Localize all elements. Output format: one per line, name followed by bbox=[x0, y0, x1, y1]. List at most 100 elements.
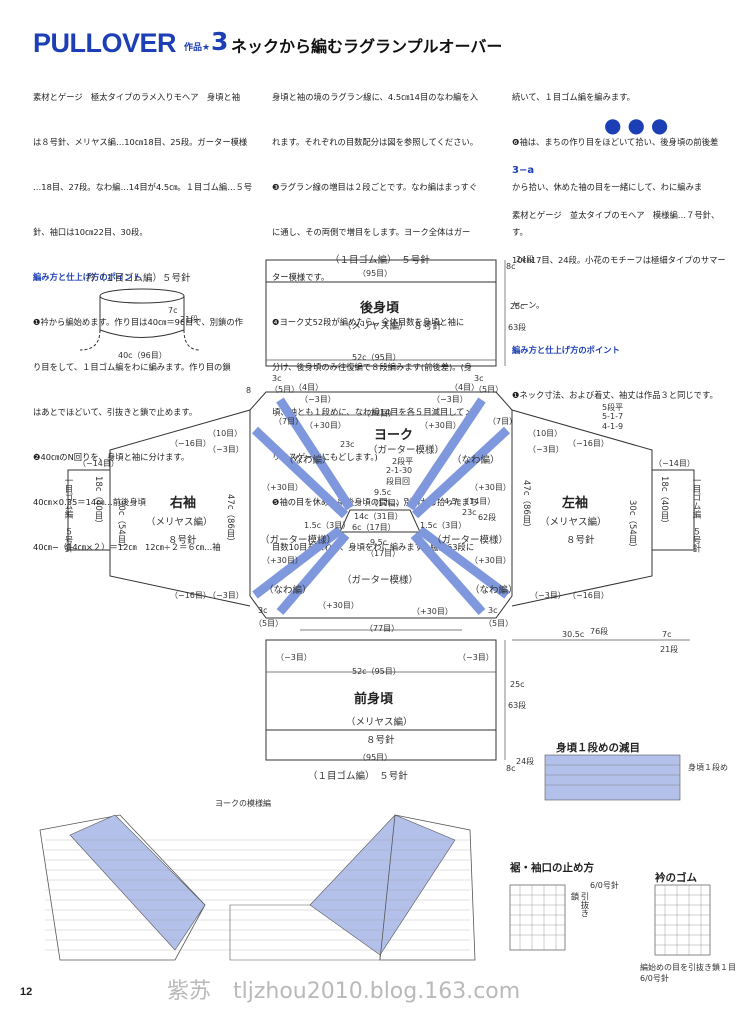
collar-sides bbox=[99, 296, 185, 330]
raglan-band bbox=[276, 397, 354, 511]
collar-title: 衿（１目ゴム編）５号針 bbox=[86, 273, 191, 284]
back-rib-label: （１目ゴム編） ５号針 bbox=[330, 255, 430, 266]
right-cuff-rib: 一目ゴム編 ５号針 bbox=[63, 476, 73, 553]
col1-line: …18目、27段。なわ編…14目が4.5㎝。１目ゴム編…５号 bbox=[33, 182, 253, 192]
yoke-increase: 2-1-30 bbox=[386, 466, 413, 475]
decrease-label: （−3目） bbox=[276, 653, 312, 662]
work-number: 3 bbox=[211, 27, 229, 56]
col2-line: ❹ヨーク丈52段が編めたら、全体目数を身頃と袖に bbox=[272, 317, 465, 327]
instructions-col3: 続いて、１目ゴム編を編みます。 ❻袖は、まちの作り目をほどいて拾い、後身頃の前後… bbox=[512, 60, 718, 255]
col1-line: 40㎝×0.35＝14㎝…前後身頃 bbox=[33, 497, 146, 507]
yoke-outline bbox=[249, 391, 513, 619]
gusset-stitches: （10目） bbox=[528, 429, 563, 438]
collar-width: 40c（96目） bbox=[118, 351, 167, 360]
col1-line: ❶衿から編始めます。作り目は40㎝＝96目で、別鎖の作 bbox=[33, 317, 243, 327]
underarm-stitches: （4目） bbox=[294, 383, 324, 392]
cuff-decrease: （−14目） bbox=[78, 459, 119, 468]
sleeve-decrease: （−16目） bbox=[568, 591, 609, 600]
body-rows: 63段 bbox=[508, 701, 527, 710]
body-rows: 63段 bbox=[508, 323, 527, 332]
decrease-label: （−3目） bbox=[458, 653, 494, 662]
garter-bottom: （ガーター模様） bbox=[342, 575, 419, 586]
cuff-chart-needle: 6/0号針 bbox=[590, 881, 619, 890]
increase-label: （+30目） bbox=[262, 483, 303, 492]
raglan-band bbox=[406, 397, 486, 511]
right-cuff bbox=[67, 469, 111, 551]
pattern-title: PULLOVER bbox=[33, 28, 177, 58]
left-sleeve-title: 左袖 bbox=[562, 496, 589, 511]
neck-front-stitches: （17目） bbox=[366, 549, 401, 558]
yoke-height-right: 23c bbox=[462, 508, 477, 517]
col1-line: り目をして、１目ゴム編をわに編みます。作り目の鎖 bbox=[33, 362, 231, 372]
gusset-stitches: （10目） bbox=[208, 429, 243, 438]
raglan-band bbox=[252, 526, 343, 599]
sleeve-decrease: （−16目） bbox=[170, 439, 211, 448]
front-width: 52c（95目） bbox=[352, 667, 401, 676]
underarm-width: 3c bbox=[272, 374, 282, 383]
right-sleeve-needle: ８号針 bbox=[168, 535, 197, 546]
raglan-band bbox=[251, 426, 349, 519]
yoke-width-top: （77目） bbox=[362, 409, 397, 418]
back-pattern: （メリヤス編） ８号針 bbox=[342, 321, 442, 332]
yoke-increase-legend: 段目回 bbox=[386, 477, 410, 486]
instructions-3a: 3−a 素材とゲージ 並太タイプのモヘア 模様編…７号針、 10㎝17目、24段… bbox=[512, 133, 726, 418]
col3b-heading: 編み方と仕上げ方のポイント bbox=[512, 345, 620, 355]
rib-rows: 24段 bbox=[516, 757, 535, 766]
back-rib-stitches: （95目） bbox=[358, 269, 393, 278]
underarm-stitches: （7目） bbox=[488, 417, 518, 426]
cable-width: 4.5c（14目） bbox=[444, 497, 496, 506]
underarm-width: 3c bbox=[488, 606, 498, 615]
left-cuff bbox=[651, 469, 695, 551]
gusset-height: 8 bbox=[246, 386, 252, 395]
sleeve-flat-rows: 5段平 bbox=[602, 403, 624, 412]
rib-rows: 24段 bbox=[516, 255, 535, 264]
col3-line: から拾い、休めた袖の目を一緒にして、わに編みま bbox=[512, 182, 703, 192]
yoke-rows-right: 62段 bbox=[478, 513, 497, 522]
col2-line: ター模様です。 bbox=[272, 272, 330, 282]
collar-top bbox=[99, 288, 185, 304]
raglan-band bbox=[417, 526, 510, 599]
sleeve-decrease-b: 4-1-9 bbox=[602, 422, 624, 431]
col1-line: ❷40㎝のN回りを、身頃と袖に分けます。 bbox=[33, 452, 190, 462]
cable-margin-right: 1.5c（3目） bbox=[420, 521, 467, 530]
right-sleeve-title: 右袖 bbox=[170, 496, 197, 511]
garter-left: （ガーター模様） bbox=[260, 535, 337, 546]
left-sleeve-needle: ８号針 bbox=[566, 535, 595, 546]
col2-line: 身頃と袖の境のラグラン線に、4.5㎝14目のなわ編を入 bbox=[272, 92, 479, 102]
cuff-length: 7c bbox=[662, 630, 672, 639]
decrease-label: （−3目） bbox=[208, 445, 244, 454]
garter-right: （ガーター模様） bbox=[432, 535, 509, 546]
raglan-band bbox=[410, 532, 486, 615]
left-sleeve-length: 47c（86目） bbox=[521, 480, 531, 532]
cuff-chart-chain: 鎖 bbox=[569, 892, 579, 901]
neck-back-width: 9.5c bbox=[374, 488, 392, 497]
underarm-rows: （5目） bbox=[474, 385, 504, 394]
sleeve-decrease: （−16目） bbox=[170, 591, 211, 600]
page-number: 12 bbox=[20, 986, 33, 998]
cuff-rows: 21段 bbox=[660, 645, 679, 654]
col1-line: は８号針、メリヤス編…10㎝18目、25段。ガーター模様 bbox=[33, 137, 248, 147]
cuff-decrease: （−14目） bbox=[654, 459, 695, 468]
raglan-bands bbox=[251, 397, 511, 615]
col1-heading: 編み方と仕上げ方のポイント bbox=[33, 272, 141, 282]
cuff-chart-slip: 引抜き bbox=[579, 892, 589, 918]
decrease-label: （−3目） bbox=[530, 591, 566, 600]
collar-chart bbox=[654, 884, 711, 956]
right-sleeve-pattern: （メリヤス編） bbox=[146, 517, 213, 528]
col2-line: れます。それぞれの目数配分は図を参照してください。 bbox=[272, 137, 479, 147]
cable-margin-left: 1.5c（3目） bbox=[304, 521, 351, 530]
neck-back-stitches: （17目） bbox=[370, 499, 405, 508]
back-title: 後身頃 bbox=[360, 301, 400, 316]
collar-base bbox=[79, 329, 201, 351]
front-title: 前身頃 bbox=[354, 692, 394, 707]
col2-line: 分け、後身頃のみ往復編で８段編みます(前後差)。(身 bbox=[272, 362, 473, 372]
decrease-label: （−3目） bbox=[528, 445, 564, 454]
raglan-band bbox=[276, 532, 350, 615]
body-length: 25c bbox=[510, 680, 525, 689]
col3-line: ❻袖は、まちの作り目をほどいて拾い、後身頃の前後差 bbox=[512, 137, 719, 147]
yoke-chart-title: ヨークの模様編 bbox=[215, 799, 271, 808]
cable-label: （なわ編） bbox=[264, 585, 312, 596]
sleeve-total-rows: 76段 bbox=[590, 627, 609, 636]
underarm-stitches: （4目） bbox=[450, 383, 480, 392]
